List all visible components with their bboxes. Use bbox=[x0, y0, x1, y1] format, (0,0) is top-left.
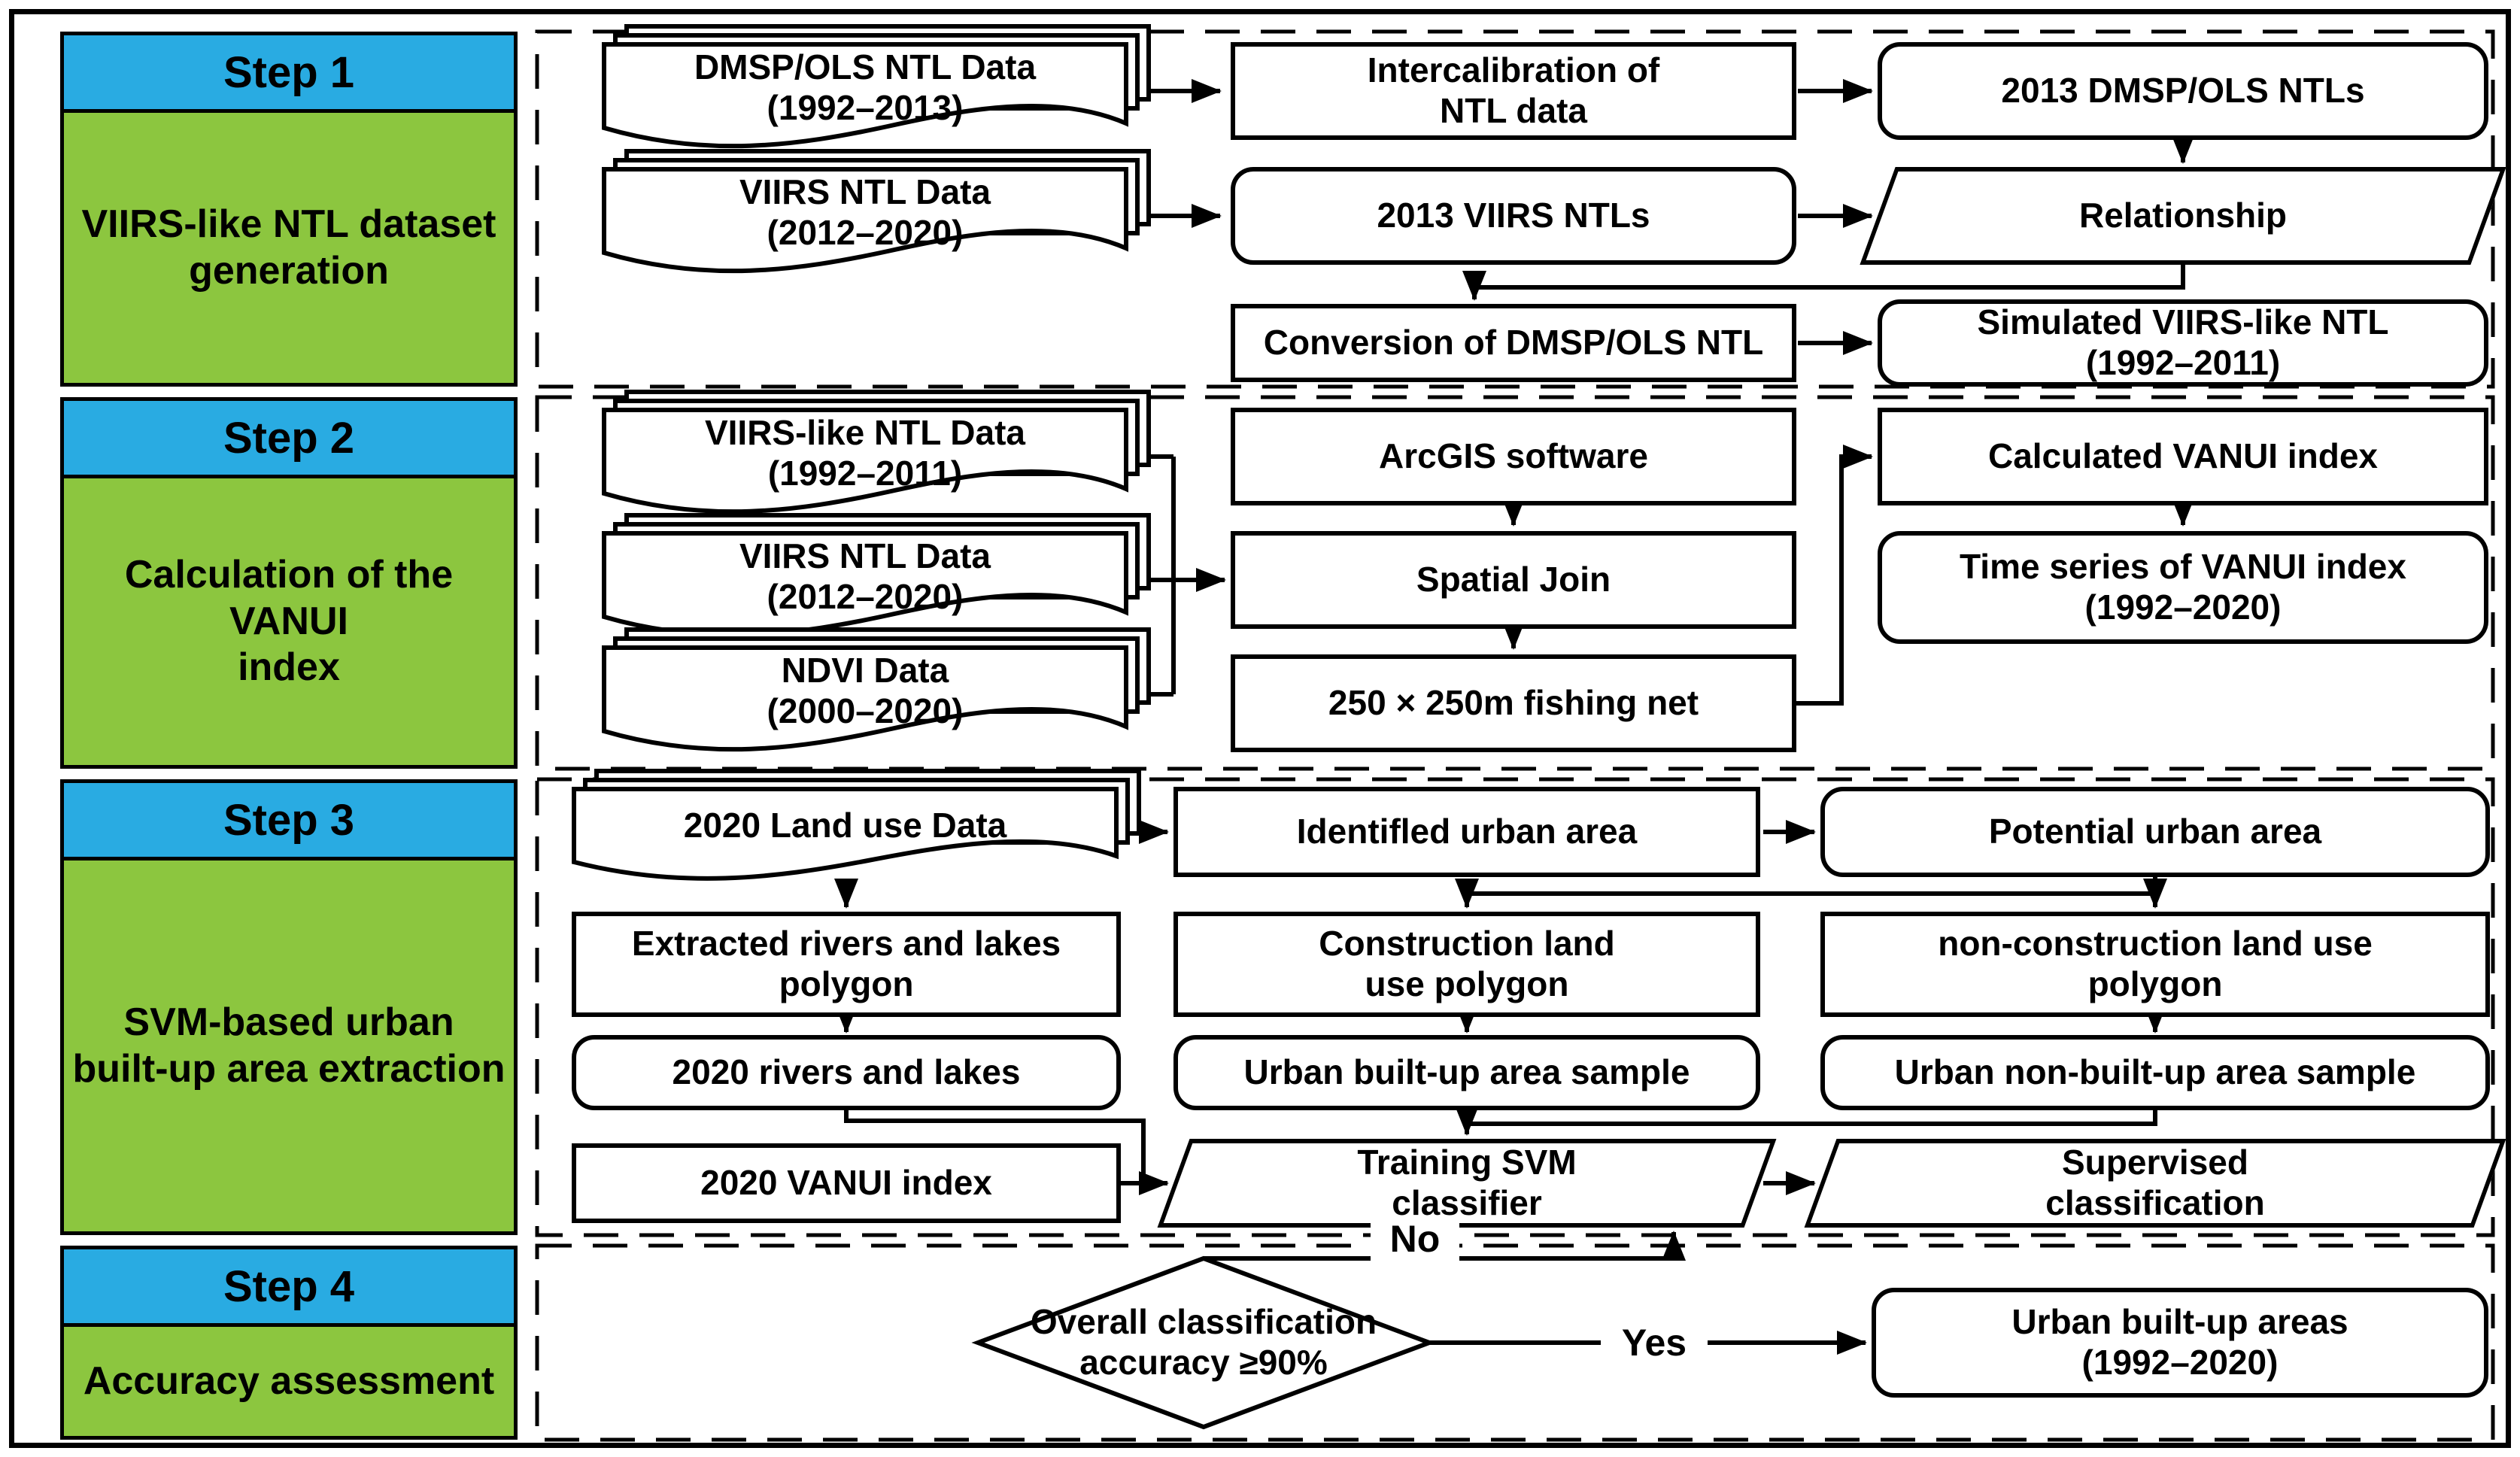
arrow-decision-no-training bbox=[1204, 1231, 1686, 1261]
sidebar-step1: Step 1 VIIRS-like NTL dataset generation bbox=[60, 32, 518, 387]
edge-label-no: No bbox=[1371, 1217, 1459, 1261]
node-landuse-data: 2020 Land use Data bbox=[572, 769, 1151, 912]
node-ndvi-data: NDVI Data (2000–2020) bbox=[602, 627, 1158, 778]
node-supervised: Supervised classification bbox=[1804, 1139, 2506, 1228]
node-dmsp-data: DMSP/OLS NTL Data (1992–2013) bbox=[602, 24, 1158, 175]
arrow-fishingnet-calculated bbox=[1796, 445, 1873, 706]
document-stack-icon bbox=[602, 24, 1151, 149]
node-non-builtup-sample: Urban non-built-up area sample bbox=[1820, 1035, 2490, 1110]
node-simulated: Simulated VIIRS-like NTL (1992–2011) bbox=[1878, 299, 2488, 387]
step4-header: Step 4 bbox=[64, 1249, 514, 1327]
sidebar-step2: Step 2 Calculation of the VANUI index bbox=[60, 397, 518, 769]
node-identified: Identifled urban area bbox=[1173, 787, 1760, 877]
node-vanui-2020: 2020 VANUI index bbox=[572, 1143, 1121, 1223]
node-viirs-2013: 2013 VIIRS NTLs bbox=[1231, 167, 1796, 265]
node-calculated-vanui: Calculated VANUI index bbox=[1878, 408, 2488, 505]
arrow-relationship-conversion bbox=[1462, 265, 2185, 301]
line-rivers-merge bbox=[844, 1110, 1146, 1183]
node-training-svm: Training SVM classifier bbox=[1157, 1139, 1777, 1228]
node-viirs-data: VIIRS NTL Data (2012–2020) bbox=[602, 149, 1158, 299]
node-construction: Construction land use polygon bbox=[1173, 912, 1760, 1017]
document-stack-icon bbox=[602, 627, 1151, 752]
node-rivers-lakes: 2020 rivers and lakes bbox=[572, 1035, 1121, 1110]
step4-dashed-box bbox=[535, 1243, 2495, 1442]
document-stack-icon bbox=[602, 149, 1151, 274]
document-stack-icon bbox=[602, 390, 1151, 515]
node-decision: Overall classification accuracy ≥90% bbox=[1030, 1302, 1377, 1382]
document-stack-icon bbox=[602, 513, 1151, 638]
node-intercalibration: Intercalibration of NTL data bbox=[1231, 42, 1796, 140]
node-spatial-join: Spatial Join bbox=[1231, 531, 1796, 629]
step3-caption: SVM-based urban built-up area extraction bbox=[72, 1000, 506, 1091]
node-arcgis: ArcGIS software bbox=[1231, 408, 1796, 505]
node-dmsp-2013: 2013 DMSP/OLS NTLs bbox=[1878, 42, 2488, 140]
node-time-series: Time series of VANUI index (1992–2020) bbox=[1878, 531, 2488, 644]
step2-caption: Calculation of the VANUI index bbox=[124, 553, 454, 690]
step1-caption: VIIRS-like NTL dataset generation bbox=[81, 202, 496, 293]
node-conversion: Conversion of DMSP/OLS NTL bbox=[1231, 304, 1796, 382]
decision-diamond-shape bbox=[971, 1255, 1436, 1430]
sidebar-step3: Step 3 SVM-based urban built-up area ext… bbox=[60, 779, 518, 1235]
step3-header: Step 3 bbox=[64, 783, 514, 861]
node-relationship: Relationship bbox=[1860, 167, 2506, 265]
node-potential: Potential urban area bbox=[1820, 787, 2490, 877]
sidebar-step4: Step 4 Accuracy assessment bbox=[60, 1246, 518, 1440]
edge-label-yes: Yes bbox=[1601, 1319, 1708, 1366]
step2-header: Step 2 bbox=[64, 401, 514, 478]
document-stack-icon bbox=[572, 769, 1141, 881]
step3-dashed-box bbox=[535, 777, 2495, 1237]
step2-dashed-box bbox=[535, 395, 2495, 771]
node-urban-areas: Urban built-up areas (1992–2020) bbox=[1872, 1288, 2488, 1398]
line-nonbuiltup-merge bbox=[1467, 1110, 2157, 1126]
node-builtup-sample: Urban built-up area sample bbox=[1173, 1035, 1760, 1110]
node-extracted: Extracted rivers and lakes polygon bbox=[572, 912, 1121, 1017]
step1-dashed-box bbox=[535, 29, 2495, 389]
node-viirs-like-data: VIIRS-like NTL Data (1992–2011) bbox=[602, 390, 1158, 540]
line-potential-branch bbox=[1467, 877, 2157, 896]
step4-caption: Accuracy assessment bbox=[83, 1358, 495, 1403]
node-non-construction: non-construction land use polygon bbox=[1820, 912, 2490, 1017]
node-viirs-data-2: VIIRS NTL Data (2012–2020) bbox=[602, 513, 1158, 663]
node-fishing-net: 250 × 250m fishing net bbox=[1231, 654, 1796, 752]
step1-header: Step 1 bbox=[64, 35, 514, 113]
